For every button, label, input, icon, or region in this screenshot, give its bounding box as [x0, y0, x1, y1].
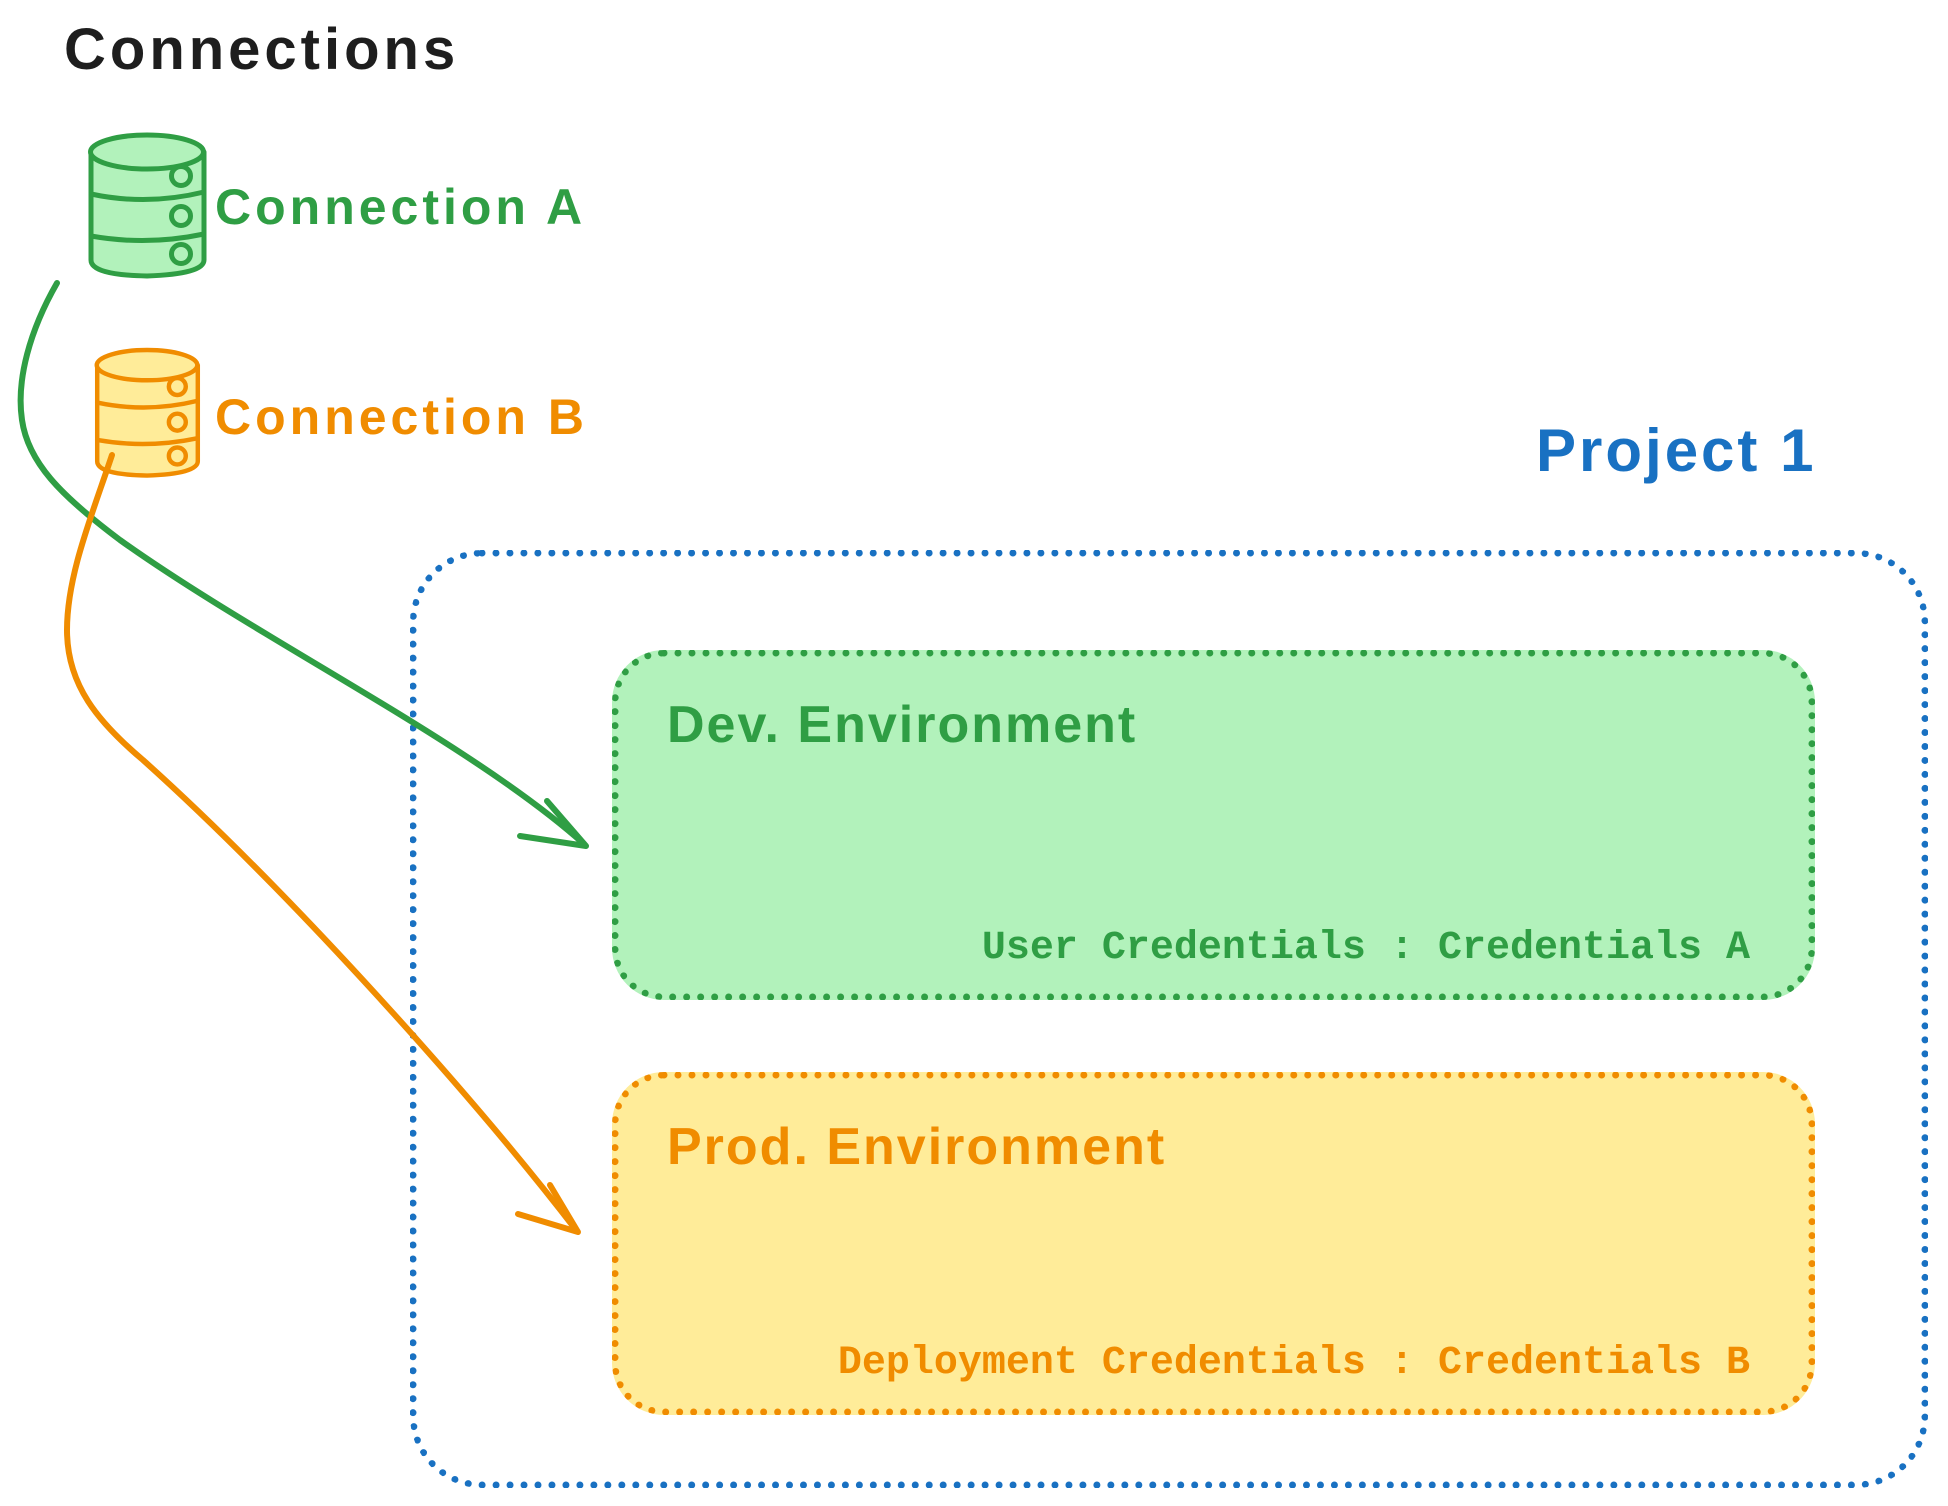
connection-a-label: Connection A — [215, 179, 587, 235]
dev-environment-credentials: User Credentials : Credentials A — [981, 926, 1750, 971]
connection-a-database-icon — [85, 126, 210, 281]
diagram-title: Connections — [64, 17, 460, 82]
dev-environment-title: Dev. Environment — [667, 696, 1138, 754]
connection-b-database-icon — [85, 342, 210, 480]
prod-environment-box: Prod. Environment Deployment Credentials… — [612, 1072, 1815, 1415]
prod-environment-title: Prod. Environment — [667, 1118, 1167, 1176]
dev-environment-box: Dev. Environment User Credentials : Cred… — [612, 650, 1815, 1000]
connection-b-label: Connection B — [215, 389, 588, 445]
prod-environment-credentials: Deployment Credentials : Credentials B — [837, 1341, 1750, 1386]
project-title: Project 1 — [1536, 417, 1817, 484]
project-container: Dev. Environment User Credentials : Cred… — [410, 550, 1928, 1488]
